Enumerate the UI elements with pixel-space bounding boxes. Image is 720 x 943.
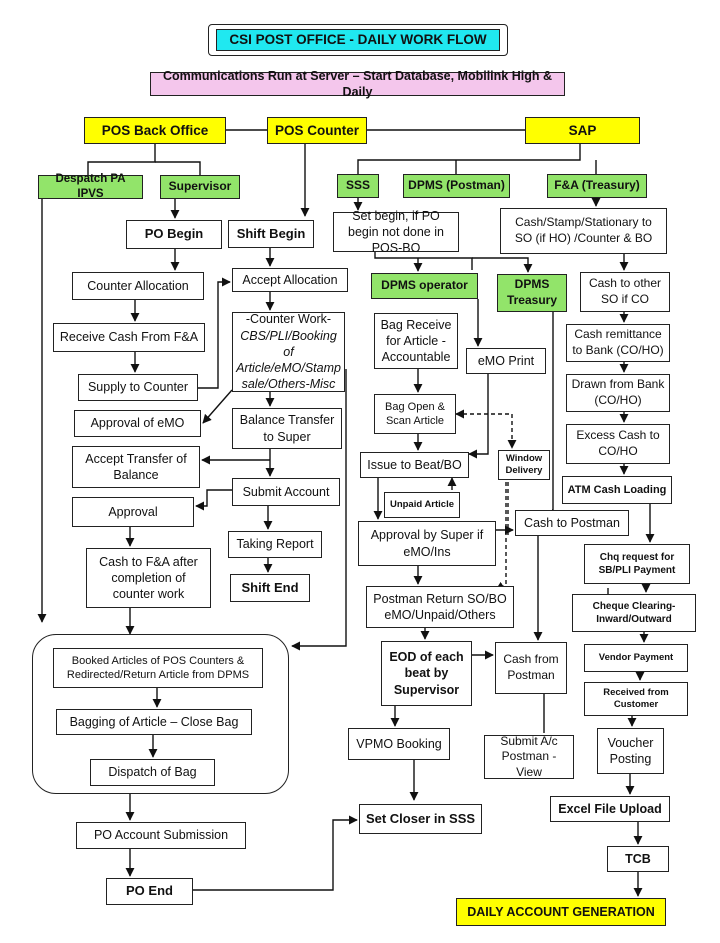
connector <box>193 815 358 891</box>
tcb: TCB <box>607 846 669 872</box>
pos-back-office: POS Back Office <box>84 117 226 144</box>
po-end: PO End <box>106 878 193 905</box>
supervisor: Supervisor <box>160 175 240 199</box>
bag-receive: Bag Receive for Article - Accountable <box>374 313 458 369</box>
counter-allocation: Counter Allocation <box>72 272 204 300</box>
balance-transfer-to-super: Balance Transfer to Super <box>232 408 342 449</box>
set-closer-in-sss: Set Closer in SSS <box>359 804 482 834</box>
dpms-postman: DPMS (Postman) <box>403 174 510 198</box>
approval-of-emo: Approval of eMO <box>74 410 201 437</box>
counter-work: -Counter Work- CBS/PLI/Booking of Articl… <box>232 312 345 392</box>
po-begin: PO Begin <box>126 220 222 249</box>
connector <box>291 369 347 651</box>
dashed-connector <box>455 409 517 449</box>
despatch-pa-ipvs: Despatch PA IPVS <box>38 173 143 200</box>
booked-articles: Booked Articles of POS Counters & Redire… <box>53 648 263 688</box>
issue-to-beat-bo: Issue to Beat/BO <box>360 452 469 478</box>
cash-to-postman: Cash to Postman <box>515 510 629 536</box>
sss: SSS <box>337 174 379 198</box>
connector <box>155 161 201 175</box>
cheque-clearing: Cheque Clearing- Inward/Outward <box>572 594 696 632</box>
dispatch-of-bag: Dispatch of Bag <box>90 759 215 786</box>
connector <box>87 144 156 175</box>
dpms-treasury: DPMS Treasury <box>497 274 567 312</box>
chq-request: Chq request for SB/PLI Payment <box>584 544 690 584</box>
connector <box>374 252 473 270</box>
window-delivery: Window Delivery <box>498 450 550 480</box>
pos-counter: POS Counter <box>267 117 367 144</box>
connector <box>195 489 232 511</box>
cash-from-postman: Cash from Postman <box>495 642 567 694</box>
dpms-operator: DPMS operator <box>371 273 478 299</box>
postman-return: Postman Return SO/BO eMO/Unpaid/Others <box>366 586 514 628</box>
connector <box>552 312 554 511</box>
excess-cash-to-co-ho: Excess Cash to CO/HO <box>566 424 670 464</box>
accept-transfer-of-balance: Accept Transfer of Balance <box>72 446 200 488</box>
cash-to-other-so: Cash to other SO if CO <box>580 272 670 312</box>
counter-work-heading: -Counter Work- <box>245 312 332 327</box>
cash-remittance-to-bank: Cash remittance to Bank (CO/HO) <box>566 324 670 362</box>
taking-report: Taking Report <box>228 531 322 558</box>
bag-open-scan-article: Bag Open & Scan Article <box>374 394 456 434</box>
received-from-customer: Received from Customer <box>584 682 688 716</box>
shift-end: Shift End <box>230 574 310 602</box>
connector <box>357 144 581 174</box>
approval-by-super: Approval by Super if eMO/Ins <box>358 521 496 566</box>
connector <box>198 277 231 389</box>
set-begin: Set begin, if PO begin not done in POS-B… <box>333 209 459 255</box>
fa-treasury: F&A (Treasury) <box>547 174 647 198</box>
connector <box>472 257 533 273</box>
vendor-payment: Vendor Payment <box>584 644 688 672</box>
emo-print: eMO Print <box>466 348 546 374</box>
dashed-connector <box>495 468 507 591</box>
sap: SAP <box>525 117 640 144</box>
supply-to-counter: Supply to Counter <box>78 374 198 401</box>
dispatch-group <box>32 634 289 794</box>
excel-file-upload: Excel File Upload <box>550 796 670 822</box>
atm-cash-loading: ATM Cash Loading <box>562 476 672 504</box>
submit-account: Submit Account <box>232 478 340 506</box>
po-account-submission: PO Account Submission <box>76 822 246 849</box>
drawn-from-bank: Drawn from Bank (CO/HO) <box>566 374 670 412</box>
voucher-posting: Voucher Posting <box>597 728 664 774</box>
unpaid-article: Unpaid Article <box>384 492 460 518</box>
subtitle: Communications Run at Server – Start Dat… <box>150 69 565 99</box>
vpmo-booking: VPMO Booking <box>348 728 450 760</box>
bagging-of-article: Bagging of Article – Close Bag <box>56 709 252 735</box>
cash-stamp-stationary: Cash/Stamp/Stationary to SO (if HO) /Cou… <box>500 208 667 254</box>
connector <box>468 374 489 459</box>
counter-work-items: CBS/PLI/Booking of Article/eMO/Stamp sal… <box>236 328 341 392</box>
accept-allocation: Accept Allocation <box>232 268 348 292</box>
daily-account-generation: DAILY ACCOUNT GENERATION <box>456 898 666 926</box>
shift-begin: Shift Begin <box>228 220 314 248</box>
connector <box>202 389 233 424</box>
approval: Approval <box>72 497 194 527</box>
submit-ac-postman-view: Submit A/c Postman - View <box>484 734 574 779</box>
cash-to-fa-after-counter-work: Cash to F&A after completion of counter … <box>86 548 211 608</box>
page-title: CSI POST OFFICE - DAILY WORK FLOW <box>216 29 500 51</box>
eod-by-supervisor: EOD of each beat by Supervisor <box>381 641 472 706</box>
receive-cash-from-fa: Receive Cash From F&A <box>53 323 205 352</box>
